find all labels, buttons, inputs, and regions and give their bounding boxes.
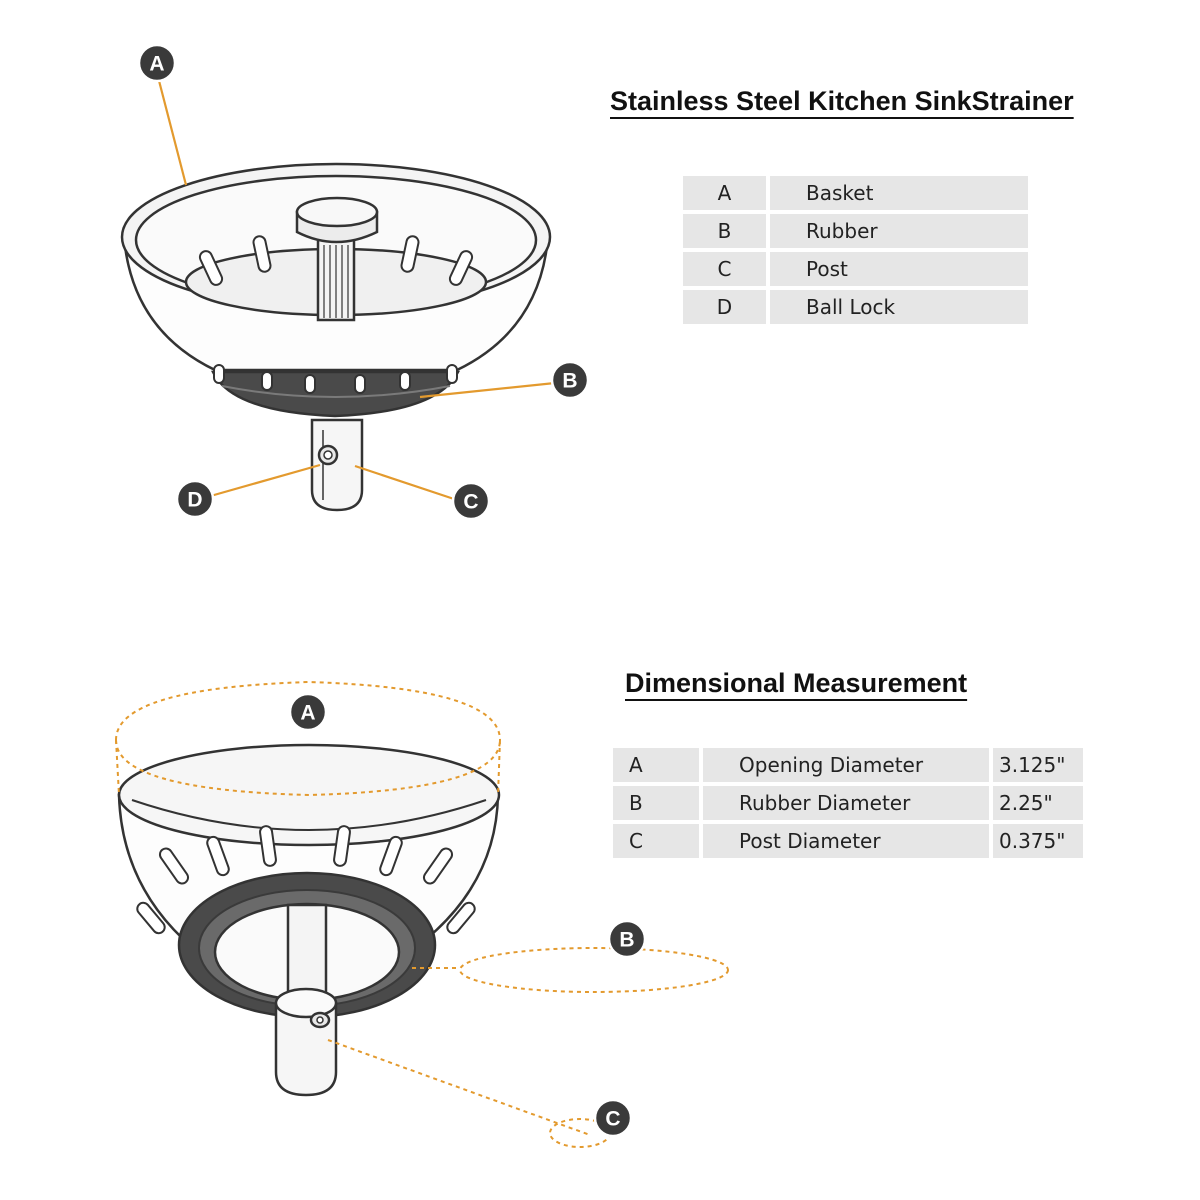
table-row: C Post	[683, 252, 1028, 286]
callout-c-top: C	[451, 481, 491, 521]
svg-text:C: C	[463, 491, 478, 514]
row-label: Opening Diameter	[703, 748, 989, 782]
row-label: Ball Lock	[770, 290, 1028, 324]
table-row: B Rubber Diameter 2.25"	[613, 786, 1083, 820]
rubber-gasket	[211, 370, 461, 418]
table-row: C Post Diameter 0.375"	[613, 824, 1083, 858]
row-key: D	[683, 290, 770, 324]
table-row: B Rubber	[683, 214, 1028, 248]
row-key: A	[613, 748, 703, 782]
svg-text:B: B	[562, 370, 577, 393]
row-key: B	[613, 786, 703, 820]
strainer-exploded-view	[120, 162, 552, 512]
callout-a-top: A	[137, 43, 177, 83]
table-row: D Ball Lock	[683, 290, 1028, 324]
row-key: A	[683, 176, 770, 210]
callout-d-top: D	[175, 479, 215, 519]
parts-table: A Basket B Rubber C Post D Ball Lock	[683, 172, 1028, 328]
dimensions-table: A Opening Diameter 3.125" B Rubber Diame…	[613, 744, 1083, 862]
row-key: B	[683, 214, 770, 248]
row-label: Post Diameter	[703, 824, 989, 858]
svg-text:A: A	[149, 53, 164, 76]
row-value: 3.125"	[989, 748, 1083, 782]
callout-b-top: B	[550, 360, 590, 400]
callout-c-bottom: C	[593, 1098, 633, 1138]
svg-text:A: A	[300, 702, 315, 725]
top-leader-lines	[155, 72, 556, 502]
row-value: 2.25"	[989, 786, 1083, 820]
callout-a-bottom: A	[288, 692, 328, 732]
table-row: A Opening Diameter 3.125"	[613, 748, 1083, 782]
callout-b-bottom: B	[607, 919, 647, 959]
svg-text:C: C	[605, 1108, 620, 1131]
row-label: Rubber Diameter	[703, 786, 989, 820]
row-key: C	[613, 824, 703, 858]
svg-text:D: D	[187, 489, 202, 512]
parts-title: Stainless Steel Kitchen SinkStrainer	[610, 86, 1074, 116]
dimensions-title: Dimensional Measurement	[625, 668, 968, 698]
table-row: A Basket	[683, 176, 1028, 210]
row-value: 0.375"	[989, 824, 1083, 858]
row-label: Rubber	[770, 214, 1028, 248]
svg-text:B: B	[619, 929, 634, 952]
row-label: Post	[770, 252, 1028, 286]
row-label: Basket	[770, 176, 1028, 210]
row-key: C	[683, 252, 770, 286]
strainer-dimension-view	[117, 743, 501, 1097]
